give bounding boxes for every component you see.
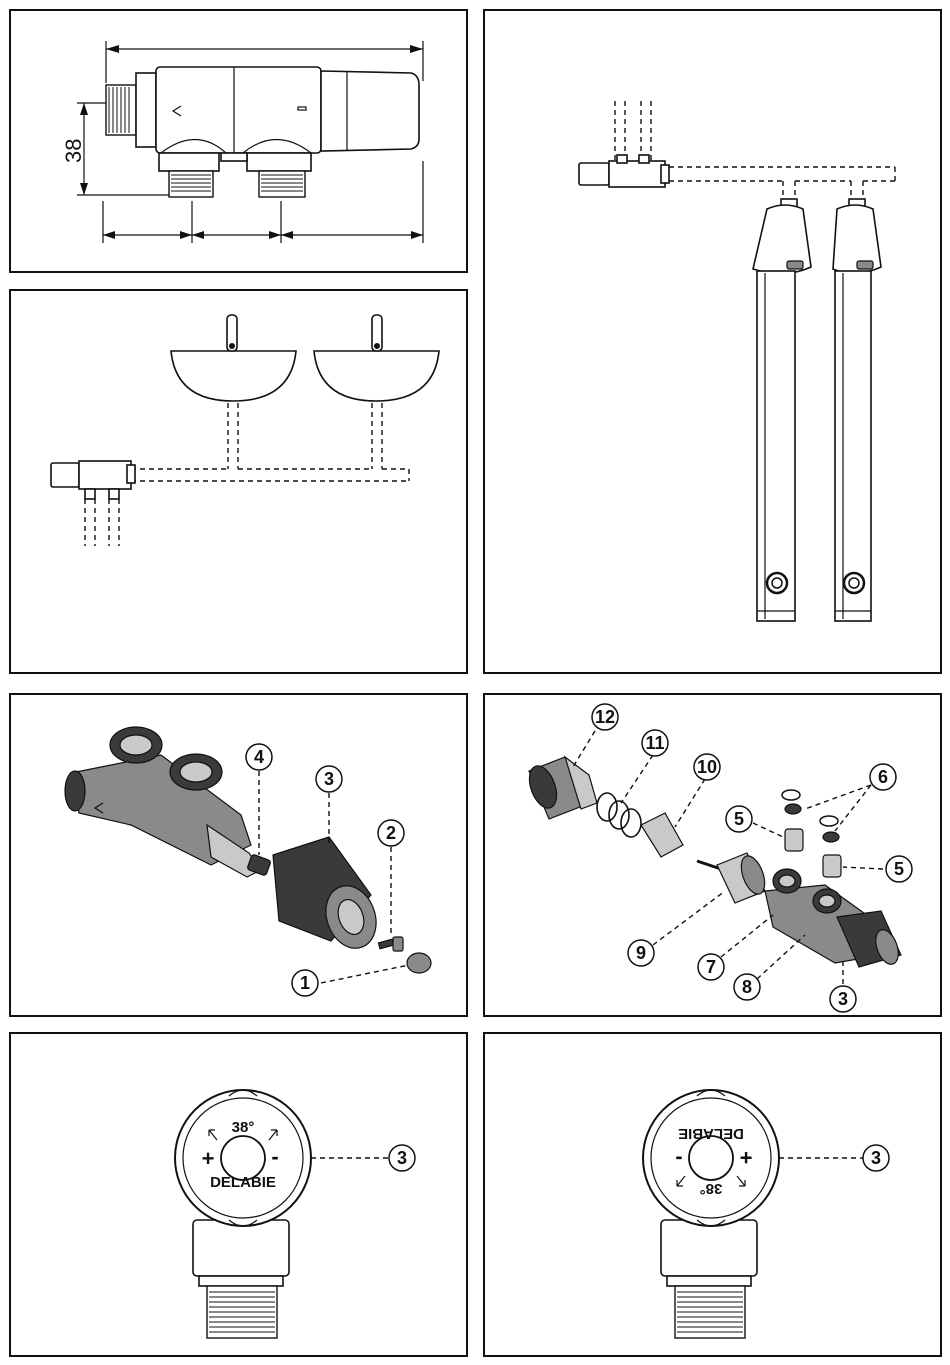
- part-11: [597, 793, 641, 837]
- basin-installation-drawing: [11, 291, 468, 674]
- dial-temperature: 38°: [700, 1180, 723, 1197]
- svg-text:3: 3: [324, 769, 334, 789]
- basin-right: [314, 351, 439, 401]
- part-9: [697, 853, 769, 903]
- svg-text:3: 3: [838, 989, 848, 1009]
- shower-right: [833, 199, 881, 621]
- callout-7: 7: [698, 954, 724, 980]
- dial-brand: DELABIE: [678, 1125, 744, 1142]
- callout-11: 11: [642, 730, 668, 756]
- callout-3: 3: [389, 1145, 415, 1171]
- basin-left: [171, 351, 296, 401]
- callout-3: 3: [863, 1145, 889, 1171]
- callout-5-upper: 5: [726, 806, 752, 832]
- dial-plus: +: [202, 1146, 215, 1171]
- dial-minus: -: [675, 1147, 682, 1172]
- svg-text:7: 7: [706, 957, 716, 977]
- callout-9: 9: [628, 940, 654, 966]
- callout-5-lower: 5: [886, 856, 912, 882]
- screw-part: [378, 937, 403, 951]
- svg-text:9: 9: [636, 943, 646, 963]
- part-10: [641, 813, 683, 857]
- panel-shower-installation: [483, 9, 942, 674]
- callout-2: 2: [378, 820, 404, 846]
- panel-cartridge-exploded: 12 11 10 6 5 5 9 7: [483, 693, 942, 1017]
- knob-exploded-drawing: 4 3 2 1: [11, 695, 468, 1017]
- dial-brand: DELABIE: [210, 1174, 276, 1191]
- svg-text:3: 3: [397, 1148, 407, 1168]
- callout-6: 6: [870, 764, 896, 790]
- svg-text:2: 2: [386, 823, 396, 843]
- callout-10: 10: [694, 754, 720, 780]
- svg-text:5: 5: [894, 859, 904, 879]
- svg-text:6: 6: [878, 767, 888, 787]
- dial-normal-drawing: 38° + - DELABIE 3: [11, 1034, 468, 1357]
- svg-text:11: 11: [645, 733, 664, 753]
- part-5-lower: [823, 855, 841, 877]
- panel-knob-exploded: 4 3 2 1: [9, 693, 468, 1017]
- dial-inverted-drawing: 38° + - DELABIE 3: [485, 1034, 942, 1357]
- panel-basin-installation: [9, 289, 468, 674]
- dial-temperature: 38°: [232, 1119, 255, 1136]
- part-6-upper: [782, 790, 801, 814]
- callout-4: 4: [246, 744, 272, 770]
- callout-1: 1: [292, 970, 318, 996]
- svg-text:1: 1: [300, 973, 310, 993]
- svg-text:12: 12: [595, 707, 615, 727]
- shower-left: [753, 199, 811, 621]
- callout-3: 3: [830, 986, 856, 1012]
- svg-text:4: 4: [254, 747, 264, 767]
- dimension-label: 38: [61, 139, 86, 163]
- panel-dial-inverted: 38° + - DELABIE 3: [483, 1032, 942, 1357]
- dial-plus: +: [740, 1145, 753, 1170]
- callout-8: 8: [734, 974, 760, 1000]
- callout-3: 3: [316, 766, 342, 792]
- cartridge-exploded-drawing: 12 11 10 6 5 5 9 7: [485, 695, 942, 1017]
- valve-side-drawing: 38: [11, 11, 468, 273]
- knob-part: [273, 837, 384, 955]
- svg-text:10: 10: [697, 757, 717, 777]
- svg-text:8: 8: [742, 977, 752, 997]
- callout-12: 12: [592, 704, 618, 730]
- mixer-body-part: [65, 727, 271, 877]
- svg-text:3: 3: [871, 1148, 881, 1168]
- part-5-upper: [785, 829, 803, 851]
- panel-dial-normal: 38° + - DELABIE 3: [9, 1032, 468, 1357]
- cap-part: [407, 953, 431, 973]
- panel-dimension-view: 38: [9, 9, 468, 273]
- shower-installation-drawing: [485, 11, 942, 674]
- svg-text:5: 5: [734, 809, 744, 829]
- part-12: [524, 757, 597, 819]
- dial-minus: -: [271, 1144, 278, 1169]
